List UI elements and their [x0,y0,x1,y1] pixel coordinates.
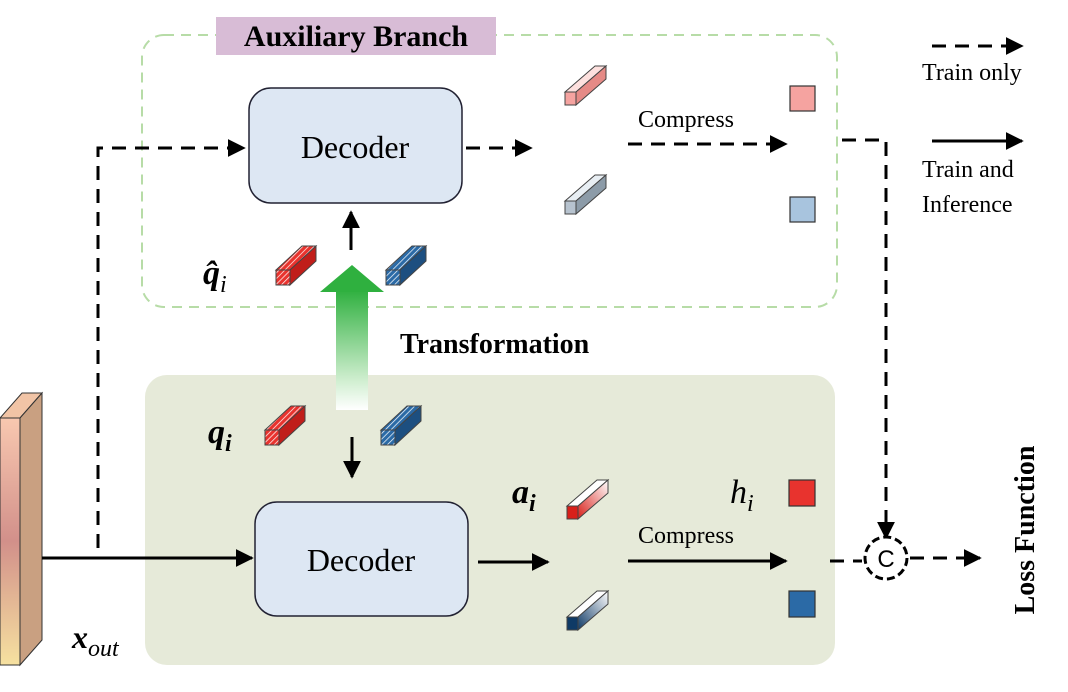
qhat-label: q̂i [203,255,227,298]
input-feature-block [0,391,44,667]
aux-to-concat-dashed-path [842,138,895,540]
q-token-red [263,404,307,447]
transformation-arrow [320,265,384,410]
main-decoder: Decoder [254,501,469,617]
concat-symbol: C [877,546,894,573]
main-branch-panel [145,375,835,665]
a-token-blue [565,589,610,632]
main-decoder-label: Decoder [307,542,416,578]
a-label: ai [512,474,536,517]
aux-branch-title: Auxiliary Branch [244,20,468,53]
qhat-token-blue [384,244,428,287]
aux-token-red [563,64,608,107]
main-output-red-square [788,479,816,507]
aux-token-blue [563,173,608,216]
q-label: qi [208,414,232,457]
aux-decoder: Decoder [248,87,463,204]
aux-compress-label: Compress [638,107,734,133]
transformation-label: Transformation [400,329,590,360]
main-output-blue-square [788,590,816,618]
legend-train-only: Train only [922,60,1022,86]
aux-output-blue-square [789,196,816,223]
input-to-aux-dashed-path [96,139,246,548]
x-out-label: xout [71,619,120,662]
aux-output-red-square [789,85,816,112]
concat-circle [863,535,909,581]
main-compress-label: Compress [638,523,734,549]
aux-title-bg [216,17,496,55]
qhat-token-red [274,244,318,287]
aux-decoder-label: Decoder [301,129,410,165]
aux-branch-panel [141,34,838,308]
legend-train-inference-1: Train and [922,157,1014,183]
q-token-blue [379,404,423,447]
a-token-red [565,478,610,521]
loss-function-label: Loss Function [1010,445,1041,614]
legend-train-inference-2: Inference [922,192,1013,218]
h-label: hi [730,474,754,517]
